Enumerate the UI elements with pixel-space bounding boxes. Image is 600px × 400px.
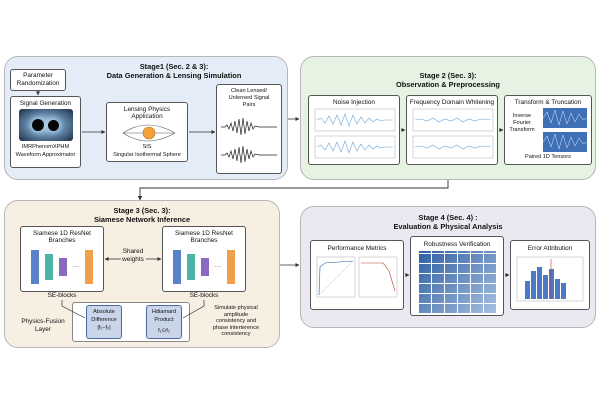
resnet-block-4 <box>85 250 93 284</box>
whitening-box: Frequency Domain Whitening <box>406 95 498 165</box>
black-hole-merger-image <box>19 109 73 141</box>
branch-left-line1: Siamese 1D ResNet <box>33 230 91 237</box>
simulate-line5: consistency <box>221 331 251 338</box>
hadamard-line1: Hdiamard <box>151 309 177 315</box>
clean-line3: Pairs <box>242 102 256 108</box>
stage1-title-line1: Stage1 (Sec. 2 & 3): <box>139 62 209 71</box>
inverse-line3: Transform <box>509 127 535 133</box>
noise-injection-box: Noise Injection <box>308 95 400 165</box>
resnet-block-8 <box>227 250 235 284</box>
simulate-line2: amplitude <box>223 311 249 318</box>
siamese-branch-left: Siamese 1D ResNet Branches ··· <box>20 226 104 292</box>
paired-tensor-icon <box>542 108 588 152</box>
param-line1: Parameter <box>23 72 53 79</box>
resnet-block-7 <box>201 258 209 276</box>
signal-generation-box: Signal Generation IMRPhenomXPHM Waveform… <box>10 96 81 168</box>
resnet-block-3 <box>59 258 67 276</box>
imr-line2: Waveform Approximator <box>15 152 76 158</box>
hadamard-product-box: Hdiamard Product f₁⊙f₂ <box>146 305 182 339</box>
absdiff-line1: Absolute <box>93 309 115 315</box>
transform-label: Transform & Truncation <box>514 99 582 106</box>
parameter-randomization-box: Parameter Randomization <box>10 69 66 91</box>
inverse-line1: Inverse <box>512 113 532 119</box>
param-line2: Randomization <box>16 80 60 87</box>
stage2-title-line2: Observation & Preprocessing <box>396 80 500 89</box>
performance-label: Performance Metrics <box>327 245 387 252</box>
absdiff-formula: |f₁−f₂| <box>97 325 111 331</box>
clean-pairs-box: Clean Lensed/ Unlensed Signal Pairs <box>216 84 282 174</box>
shared-line2: weights <box>122 256 144 263</box>
imr-line1: IMRPhenomXPHM <box>21 144 70 150</box>
fusion-line2: Layer <box>35 326 51 333</box>
lensing-line1: Lensing Physics <box>123 106 171 113</box>
whitened-waveform-icon <box>412 108 494 159</box>
simulate-line1: Simulate physical <box>214 305 258 311</box>
stage3-title-line1: Stage 3 (Sec. 3): <box>113 206 171 215</box>
hadamard-line2: Product <box>154 317 174 323</box>
stage2-title: Stage 2 (Sec. 3): Observation & Preproce… <box>300 71 596 89</box>
clean-line2: Unlensed Signal <box>228 95 270 101</box>
lensing-physics-box: Lensing Physics Application SIS Singular… <box>106 102 188 162</box>
robustness-verification-box: Robustness Verification <box>410 236 504 316</box>
noise-label: Noise Injection <box>333 99 375 106</box>
siamese-branch-right: Siamese 1D ResNet Branches ··· <box>162 226 246 292</box>
inverse-line2: Fourier <box>513 120 531 126</box>
robustness-label: Robustness Verification <box>423 241 491 248</box>
branch-right-line1: Siamese 1D ResNet <box>175 230 233 237</box>
whitening-label: Frequency Domain Whitening <box>409 99 495 106</box>
noisy-waveform-icon <box>314 108 396 159</box>
resnet-block-6 <box>187 254 195 280</box>
clean-line1: Clean Lensed/ <box>230 88 268 94</box>
lensing-line2: Application <box>131 113 163 120</box>
simulate-line4: phase interterence <box>212 324 260 331</box>
stage3-title-line2: Siamese Network Inference <box>93 215 191 224</box>
stage4-title: Stage 4 (Sec. 4) : Evaluation & Physical… <box>300 213 596 231</box>
error-histogram-icon <box>516 256 584 302</box>
dots-left: ··· <box>72 263 80 270</box>
transform-truncation-box: Transform & Truncation Inverse Fourier T… <box>504 95 592 165</box>
shared-line1: Shared <box>122 248 144 255</box>
error-attribution-box: Error Attribution <box>510 240 590 310</box>
signal-generation-label: Signal Generation <box>19 100 72 107</box>
stage1-title: Stage1 (Sec. 2 & 3): Data Generation & L… <box>60 62 288 80</box>
stage1-title-line2: Data Generation & Lensing Simulation <box>106 71 242 80</box>
sis-label: SIS <box>142 144 152 150</box>
paired-label: Paired 1D Tensors <box>525 154 571 160</box>
performance-plots-icon <box>316 256 398 298</box>
branch-left-line2: Branches <box>48 237 76 244</box>
absdiff-line2: Difference <box>91 317 117 323</box>
resnet-block-5 <box>173 250 181 284</box>
resnet-block-1 <box>31 250 39 284</box>
branch-right-line2: Branches <box>190 237 218 244</box>
performance-metrics-box: Performance Metrics <box>310 240 404 310</box>
simulate-note: Simulate physical amplitude consistency … <box>196 305 276 338</box>
simulate-line3: consistency and <box>215 318 257 325</box>
error-label: Error Attribution <box>527 245 573 252</box>
stage4-title-line1: Stage 4 (Sec. 4) : <box>418 213 478 222</box>
stage4-title-line2: Evaluation & Physical Analysis <box>393 222 503 231</box>
se-left-label: SE-blocks <box>47 292 77 299</box>
confusion-matrix-grid <box>419 251 497 313</box>
absolute-difference-box: Absolute Difference |f₁−f₂| <box>86 305 122 339</box>
hadamard-formula: f₁⊙f₂ <box>158 328 170 334</box>
sis-full-label: Singular Isothermal Sphere <box>113 152 181 158</box>
stage3-title: Stage 3 (Sec. 3): Siamese Network Infere… <box>4 206 280 224</box>
fusion-line1: Physics-Fusion <box>21 318 65 325</box>
waveform-pair-icon <box>221 117 277 164</box>
se-right-label: SE-blocks <box>189 292 219 299</box>
stage2-title-line1: Stage 2 (Sec. 3): <box>419 71 477 80</box>
lensing-diagram-icon <box>122 124 176 142</box>
resnet-block-2 <box>45 254 53 280</box>
dots-right: ··· <box>214 263 222 270</box>
